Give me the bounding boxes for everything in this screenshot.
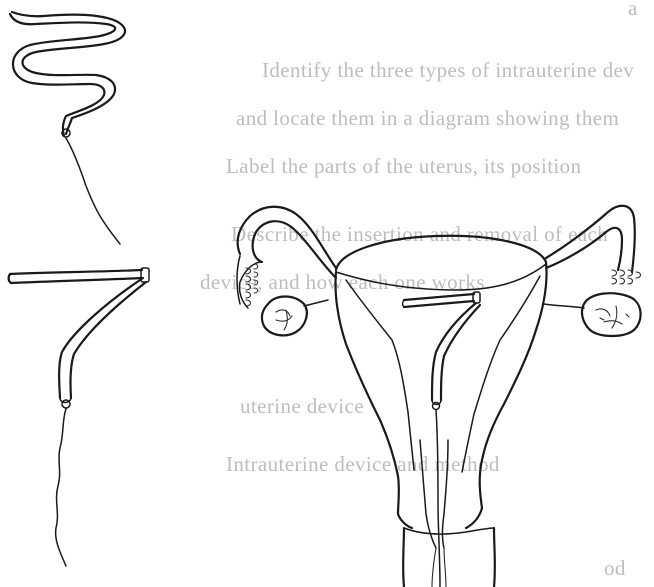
serpentine-iud-thread [66, 138, 120, 244]
right-fallopian-tube [546, 206, 641, 284]
t-shaped-iud-thread [56, 409, 66, 566]
left-ovary [262, 297, 328, 336]
left-fallopian-tube [237, 207, 336, 308]
vagina [403, 528, 495, 587]
uterine-cavity [346, 276, 540, 472]
serpentine-iud [10, 12, 125, 137]
t-shaped-iud [9, 268, 149, 408]
right-ovary [544, 293, 641, 336]
uterus-illustration [237, 206, 641, 587]
